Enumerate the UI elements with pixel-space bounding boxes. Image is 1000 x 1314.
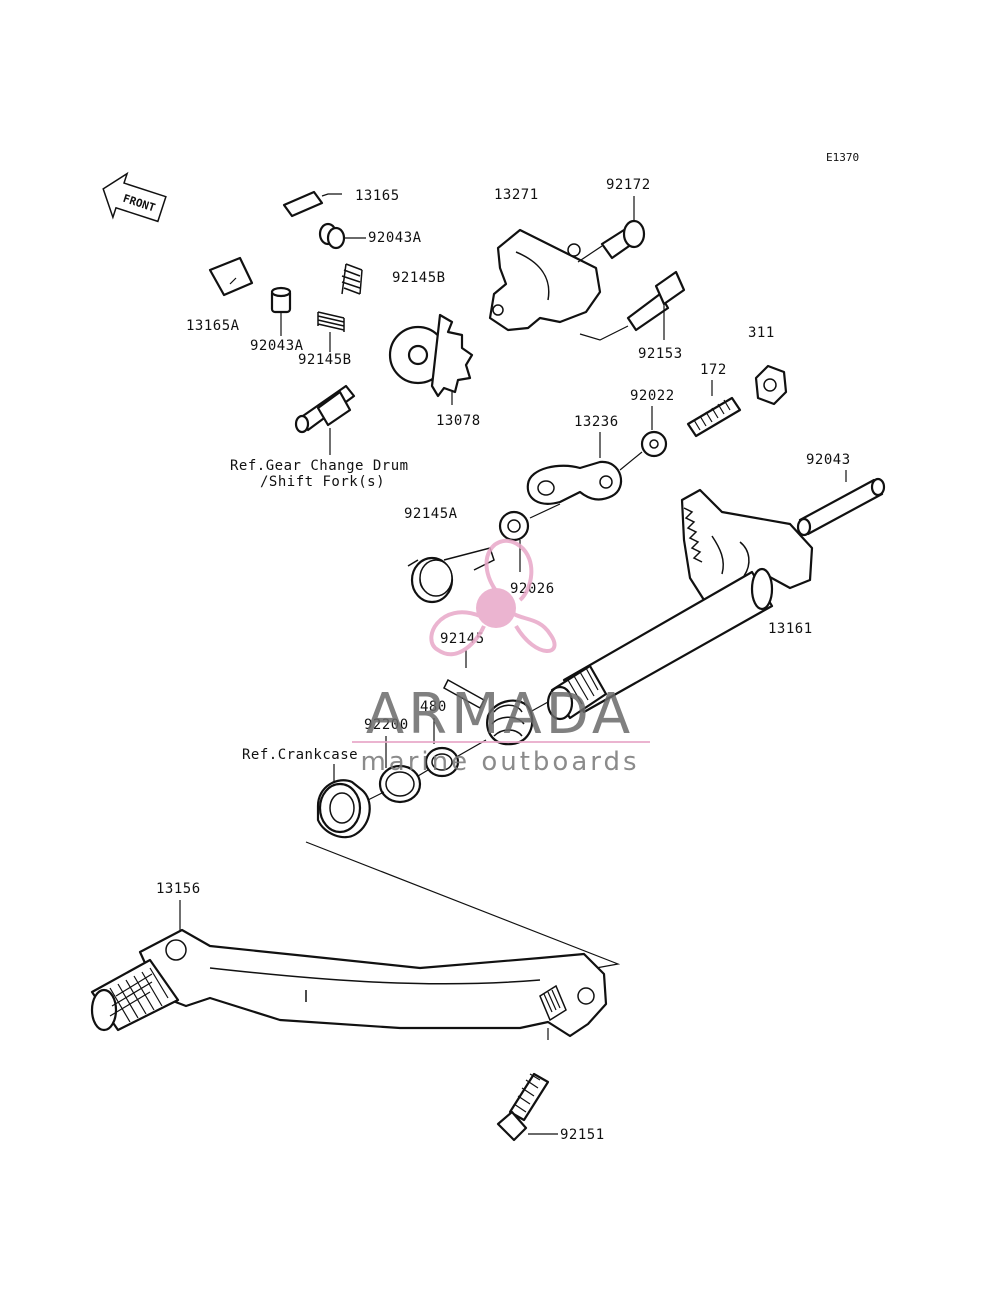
part-13271-plate-icon xyxy=(488,228,602,332)
ref-crankcase: Ref.Crankcase xyxy=(242,747,358,763)
label-13165: 13165 xyxy=(355,188,400,204)
label-13271: 13271 xyxy=(494,187,539,203)
label-92153: 92153 xyxy=(638,346,683,362)
part-13236-link-icon xyxy=(526,432,643,505)
part-92026-washer-icon xyxy=(498,503,561,572)
label-92145B-bottom: 92145B xyxy=(298,352,352,368)
part-480-circlip-icon xyxy=(424,718,487,778)
part-311-nut-icon xyxy=(754,364,788,406)
diagram-code: E1370 xyxy=(826,151,859,164)
label-92145B-top: 92145B xyxy=(392,270,446,286)
assembly-guide-line xyxy=(305,841,621,969)
label-13165A: 13165A xyxy=(186,318,240,334)
label-311: 311 xyxy=(748,325,775,341)
part-92043-pin-icon xyxy=(796,470,886,537)
label-92172: 92172 xyxy=(606,177,651,193)
label-92022: 92022 xyxy=(630,388,675,404)
part-92145A-spring-icon xyxy=(407,547,495,604)
part-92043A-bottom-icon xyxy=(270,286,292,336)
label-92151: 92151 xyxy=(560,1127,605,1143)
label-13161: 13161 xyxy=(768,621,813,637)
part-92145-spring-icon xyxy=(443,650,549,746)
label-92200: 92200 xyxy=(364,717,409,733)
part-92153-bolt-icon xyxy=(579,270,686,341)
propeller-logo-icon xyxy=(429,538,557,657)
label-92043: 92043 xyxy=(806,452,851,468)
ref-crankcase-seal-icon xyxy=(316,764,385,839)
label-13156: 13156 xyxy=(156,881,201,897)
watermark-brand: ARMADA xyxy=(366,682,634,747)
label-92145A: 92145A xyxy=(404,506,458,522)
ref-gear-change-line2: /Shift Fork(s) xyxy=(260,474,385,490)
label-92026: 92026 xyxy=(510,581,555,597)
part-13156-shift-pedal-icon xyxy=(90,900,608,1038)
front-arrow-icon: FRONT xyxy=(102,171,167,223)
label-92043A-top: 92043A xyxy=(368,230,422,246)
part-13165-icon xyxy=(282,190,342,218)
watermark-tagline: marine outboards xyxy=(360,747,639,777)
part-92172-bolt-icon xyxy=(577,196,646,263)
part-172-stud-icon xyxy=(686,380,742,438)
part-13161-shift-shaft-icon xyxy=(546,488,814,721)
part-92022-washer-icon xyxy=(640,406,668,458)
label-13236: 13236 xyxy=(574,414,619,430)
label-480: 480 xyxy=(420,699,447,715)
label-172: 172 xyxy=(700,362,727,378)
label-13078: 13078 xyxy=(436,413,481,429)
part-92145B-bottom-spring-icon xyxy=(317,311,345,352)
part-92043A-top-icon xyxy=(318,222,366,250)
label-92043A-bottom: 92043A xyxy=(250,338,304,354)
part-92151-bolt-icon xyxy=(496,1028,558,1142)
ref-gear-change-drum-pin-icon xyxy=(294,384,356,455)
ref-gear-change-line1: Ref.Gear Change Drum xyxy=(230,458,409,474)
propeller-hub-icon xyxy=(476,588,516,628)
part-92145B-top-spring-icon xyxy=(341,263,363,295)
part-13078-gear-icon xyxy=(388,313,474,405)
armada-watermark: ARMADA marine outboards xyxy=(352,538,650,777)
part-13165A-icon xyxy=(208,256,254,297)
